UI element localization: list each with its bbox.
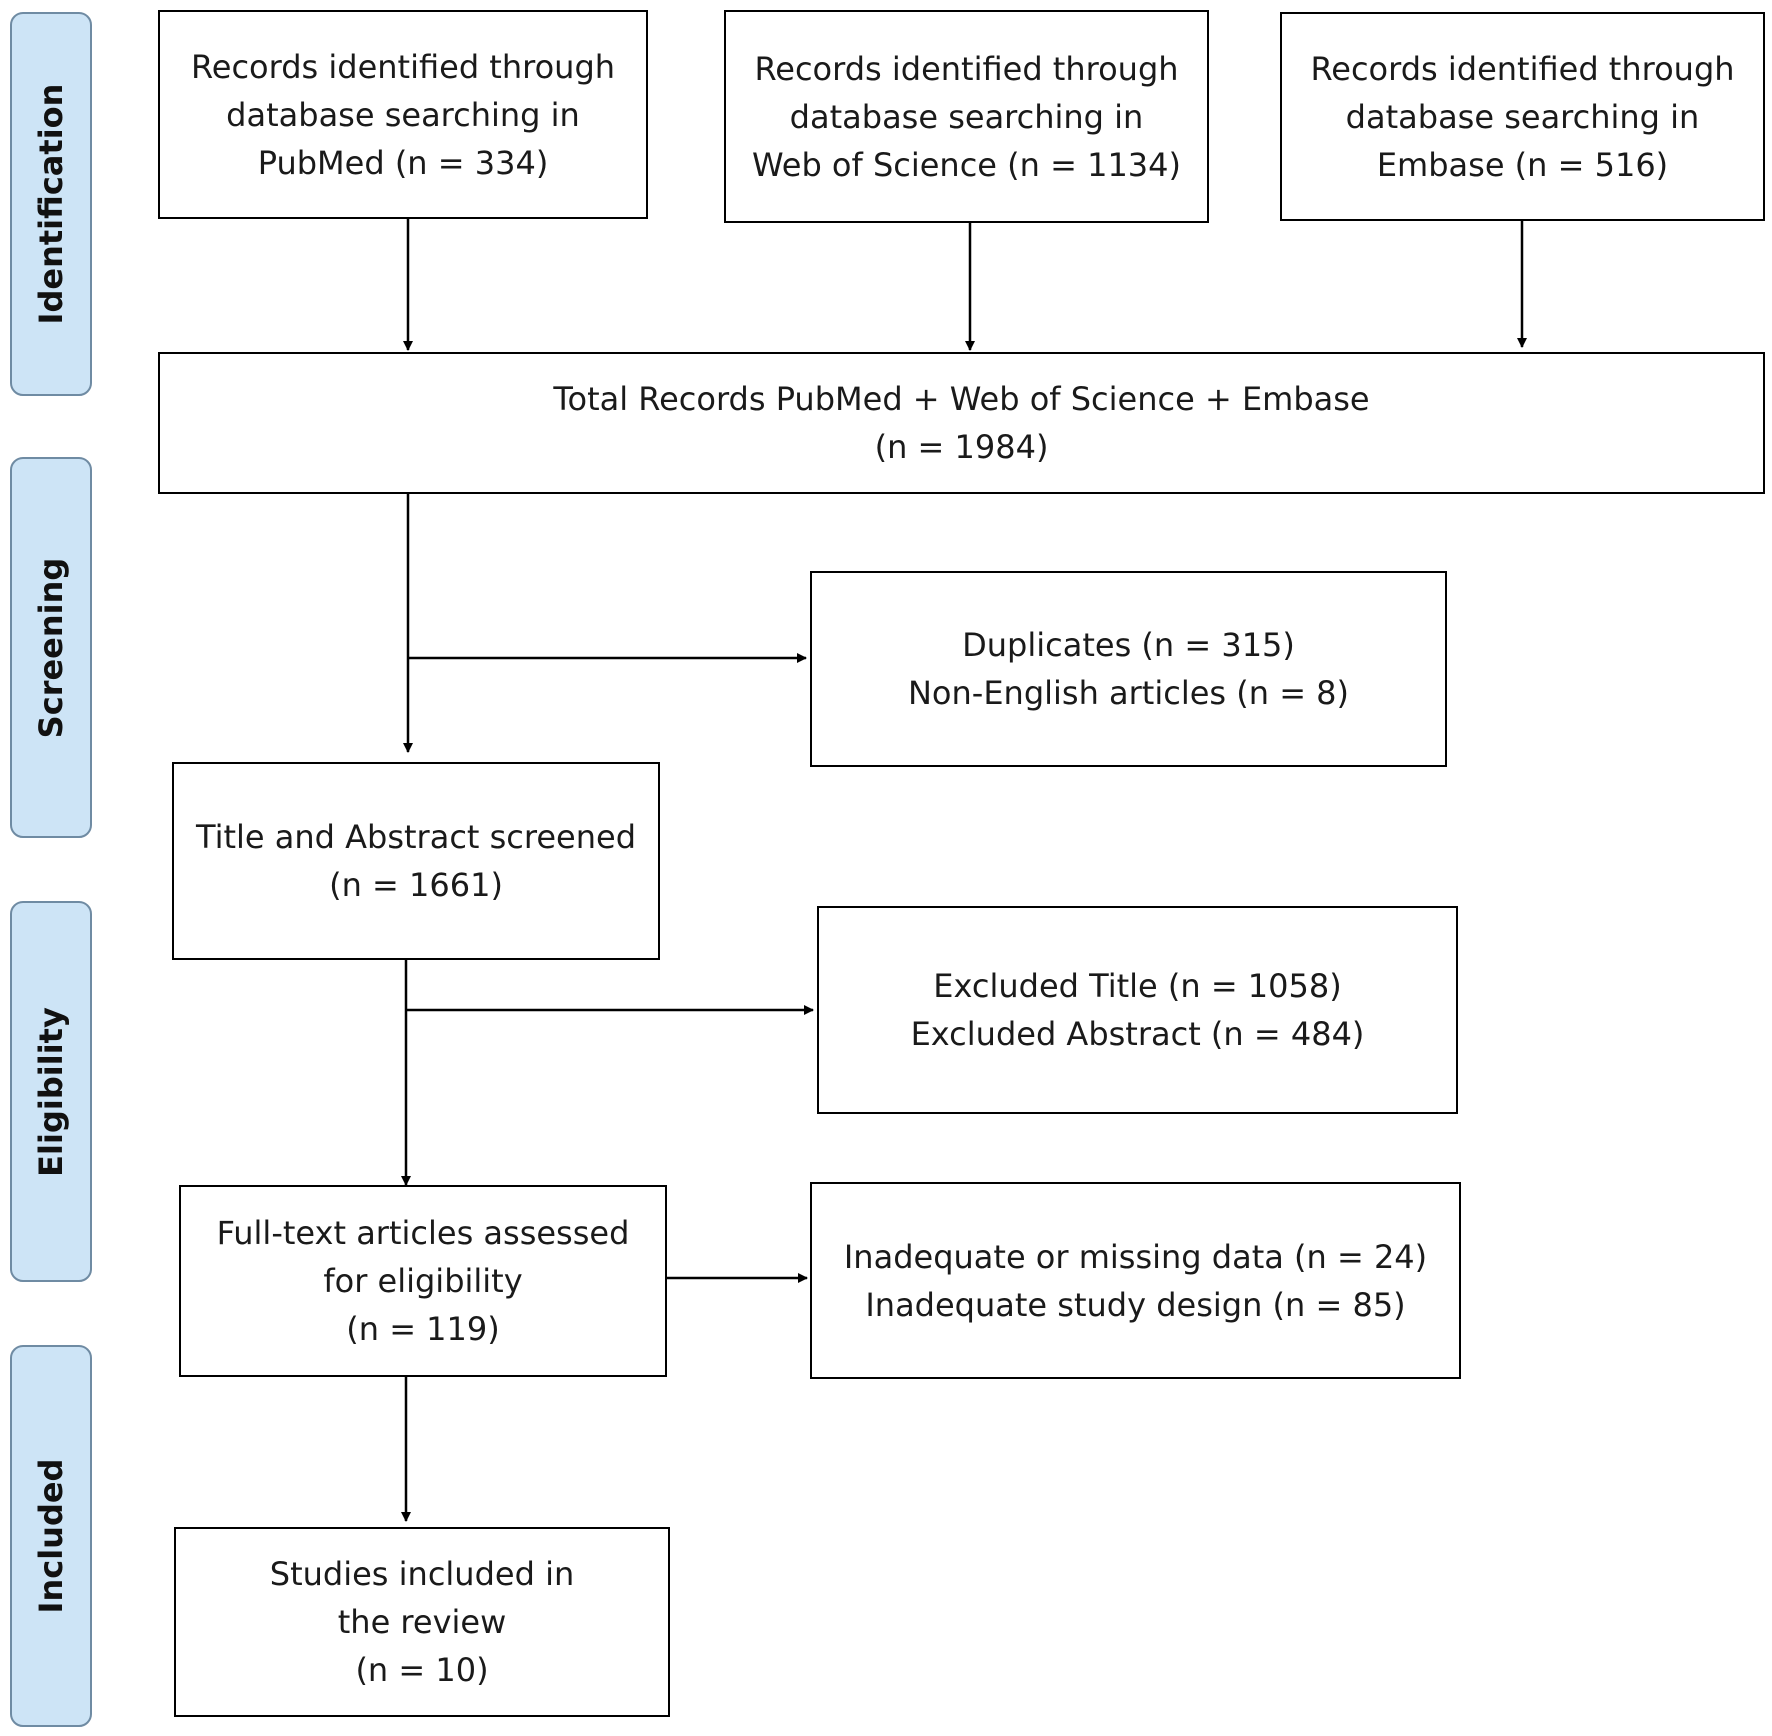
wos-records-box: Records identified through database sear…: [724, 10, 1209, 223]
phase-tab-identification: Identification: [10, 12, 92, 396]
pubmed-records-box: Records identified through database sear…: [158, 10, 648, 219]
phase-tab-eligibility: Eligibility: [10, 901, 92, 1282]
embase-records-box: Records identified through database sear…: [1280, 12, 1765, 221]
studies-included-box: Studies included in the review (n = 10): [174, 1527, 670, 1717]
excluded-title-abstract-box: Excluded Title (n = 1058) Excluded Abstr…: [817, 906, 1458, 1114]
title-abstract-screened-box: Title and Abstract screened (n = 1661): [172, 762, 660, 960]
inadequate-data-design-box: Inadequate or missing data (n = 24) Inad…: [810, 1182, 1461, 1379]
phase-tab-screening: Screening: [10, 457, 92, 838]
full-text-assessed-box: Full-text articles assessed for eligibil…: [179, 1185, 667, 1377]
phase-tab-included: Included: [10, 1345, 92, 1727]
duplicates-box: Duplicates (n = 315) Non-English article…: [810, 571, 1447, 767]
total-records-box: Total Records PubMed + Web of Science + …: [158, 352, 1765, 494]
